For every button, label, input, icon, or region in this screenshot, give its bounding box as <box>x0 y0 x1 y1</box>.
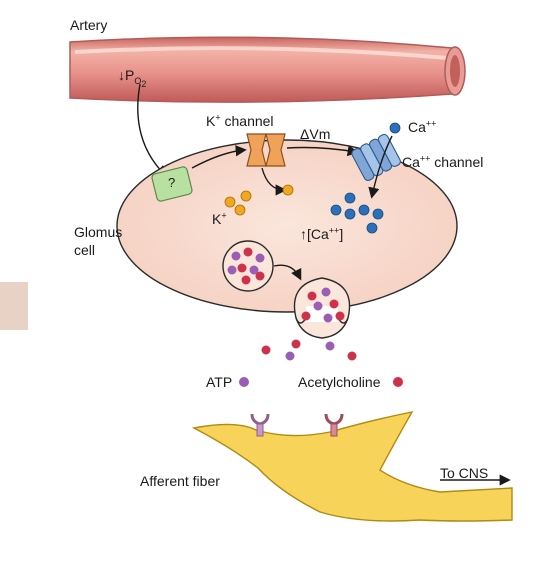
ca-concentration-label: ↑[Ca++] <box>300 225 344 242</box>
receptor <box>250 413 270 437</box>
po2-label: ↓PO2 <box>118 67 147 89</box>
sensor-to-kchannel-arrow <box>191 145 247 169</box>
atp-label: ATP <box>206 374 233 390</box>
k-channel-label: K+ channel <box>206 112 274 129</box>
k-ion <box>224 196 236 208</box>
acetylcholine-label: Acetylcholine <box>298 374 381 390</box>
ca-ion <box>366 222 378 234</box>
atp-molecule <box>323 313 333 323</box>
artery <box>69 36 466 103</box>
atp-molecule <box>313 301 323 311</box>
atp-molecule <box>227 265 237 275</box>
ca-ion <box>344 208 356 220</box>
artery-lumen <box>450 55 460 87</box>
k-efflux-arrow <box>261 167 287 196</box>
glomus-cell <box>116 139 458 313</box>
unknown-sensor-label: ? <box>168 175 176 190</box>
ca-ion <box>389 122 401 134</box>
released-molecules <box>261 339 357 361</box>
atp-molecule <box>285 351 295 361</box>
ca-ion <box>330 204 342 216</box>
acetylcholine-molecule <box>329 299 339 309</box>
to-cns-label: To CNS <box>440 465 489 481</box>
ca-ion <box>372 208 384 220</box>
acetylcholine-molecule <box>347 351 357 361</box>
atp-molecule <box>231 251 241 261</box>
acetylcholine-molecule <box>255 271 265 281</box>
glomus-cell-label-line2: cell <box>74 242 96 258</box>
po2-to-sensor-arrow <box>137 83 167 177</box>
k-ion <box>234 204 246 216</box>
acetylcholine-molecule <box>335 311 345 321</box>
afferent-fiber-label: Afferent fiber <box>140 473 220 489</box>
ca-influx-arrow <box>368 135 393 199</box>
afferent-fiber <box>191 411 513 522</box>
acetylcholine-molecule <box>237 263 247 273</box>
acetylcholine-molecule <box>243 247 253 257</box>
ca-ion <box>358 204 370 216</box>
acetylcholine-molecule <box>291 339 301 349</box>
k-ion-label: K+ <box>212 210 227 227</box>
unknown-sensor <box>151 166 193 202</box>
atp-molecule <box>249 265 259 275</box>
acetylcholine-molecule <box>307 291 317 301</box>
acetylcholine-molecule <box>241 275 251 285</box>
artery-label: Artery <box>70 17 108 33</box>
kchannel-to-cachannel-arrow <box>286 145 359 157</box>
k-ion <box>282 184 294 196</box>
caption-strip <box>0 552 534 564</box>
glomus-cell-label-line1: Glomus <box>74 224 123 240</box>
vesicle-fusion-arrow <box>273 264 302 281</box>
acetylcholine-molecule <box>261 345 271 355</box>
k-ion <box>240 190 252 202</box>
ca-channel-label: Ca++ channel <box>402 153 484 170</box>
atp-molecule <box>321 287 331 297</box>
delta-vm-label: ΔVm <box>300 126 331 142</box>
atp-molecule <box>255 253 265 263</box>
atp-molecule <box>325 341 335 351</box>
atp-legend-dot <box>239 377 249 387</box>
k-channel <box>246 133 286 167</box>
receptor <box>324 413 344 437</box>
exocytosis-vesicle <box>293 277 351 339</box>
ca-ion-label: Ca++ <box>408 118 437 135</box>
ca-ion <box>344 192 356 204</box>
side-tab <box>0 282 28 330</box>
secretory-vesicle <box>222 240 274 292</box>
acetylcholine-legend-dot <box>393 377 403 387</box>
acetylcholine-molecule <box>301 311 311 321</box>
